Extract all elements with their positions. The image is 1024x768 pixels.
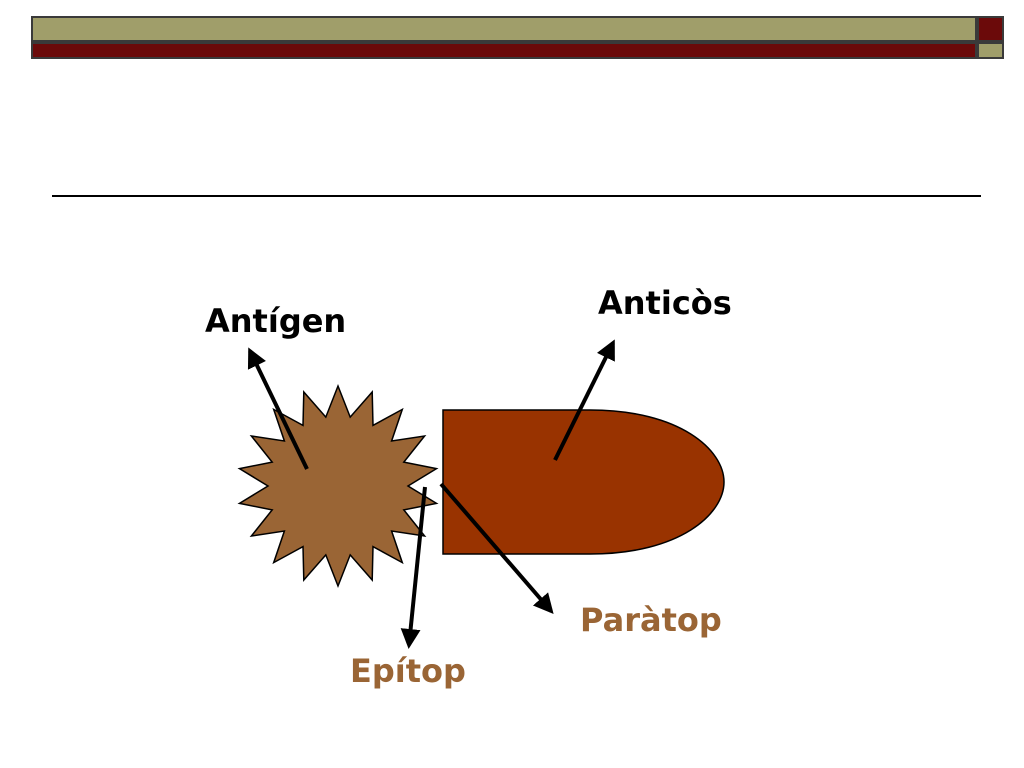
- antigen-label: Antígen: [205, 302, 347, 340]
- epitope-label: Epítop: [350, 652, 466, 690]
- header-corner-olive-square: [977, 42, 1004, 59]
- antibody-shape: [442, 409, 725, 555]
- header-maroon-bar: [31, 42, 977, 59]
- epitope-arrow: [400, 486, 427, 649]
- paratope-arrow: [439, 482, 554, 615]
- title-divider-rule: [52, 195, 981, 197]
- antibody-arrow: [553, 339, 615, 461]
- antibody-label: Anticòs: [598, 284, 732, 322]
- paratope-label: Paràtop: [580, 601, 722, 639]
- antigen-shape: [237, 383, 439, 589]
- slide-header-decoration: [0, 0, 1024, 70]
- header-olive-bar: [31, 16, 977, 42]
- antigen-arrow: [247, 347, 309, 470]
- header-corner-maroon-square: [977, 16, 1004, 42]
